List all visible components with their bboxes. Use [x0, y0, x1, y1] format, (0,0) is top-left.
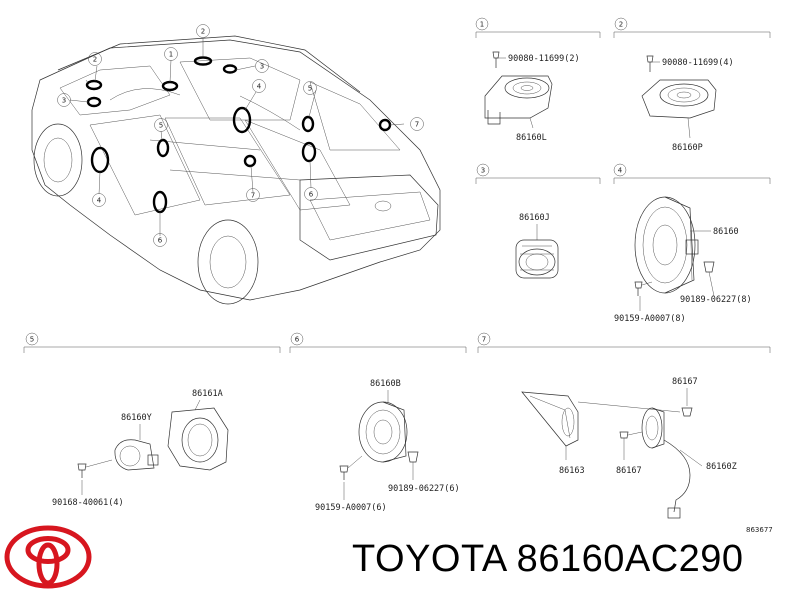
callout: 2	[93, 56, 97, 64]
callout: 5	[308, 85, 312, 93]
callout: 1	[169, 51, 173, 59]
section-number: 7	[482, 336, 486, 344]
callout: 3	[260, 63, 264, 71]
section-5-speaker-bracket: 86161A 86160Y 90168-40061(4)	[52, 389, 229, 508]
figure-id: 863677	[746, 526, 773, 534]
section-number: 2	[619, 21, 623, 29]
callout: 4	[97, 197, 102, 205]
section-1-tweeter: 90080-11699(2) 86160L	[484, 51, 580, 143]
section-headers: 1 2 3 4 5 6 7	[23, 17, 771, 353]
part-label: 86160Y	[121, 413, 152, 423]
part-label: 86160Z	[706, 462, 737, 472]
part-label: 90159-A0007(6)	[315, 503, 387, 513]
section-number: 6	[295, 336, 300, 344]
part-label: 90189-06227(8)	[680, 295, 752, 305]
vehicle-illustration: 2 1 2 3 3 4 5 5 7 7 6 6 4 6	[31, 24, 441, 305]
part-label: 90080-11699(2)	[508, 54, 580, 64]
part-label: 86160P	[672, 143, 703, 153]
part-label: 86163	[559, 466, 585, 476]
section-2-tweeter: 90080-11699(4) 86160P	[641, 55, 734, 153]
part-label: 86167	[672, 377, 698, 387]
part-label: 90168-40061(4)	[52, 498, 124, 508]
part-label: 86160	[713, 227, 739, 237]
part-label: 86160B	[370, 379, 401, 389]
callout: 7	[415, 121, 419, 129]
callout: 4	[257, 83, 262, 91]
section-number: 4	[618, 167, 623, 175]
part-label: 86167	[616, 466, 642, 476]
part-label: 90080-11699(4)	[662, 58, 734, 68]
section-7-pillar-speaker: 86163 86167 86167 86160Z	[521, 377, 737, 519]
part-label: 86160L	[516, 133, 547, 143]
section-number: 3	[481, 167, 485, 175]
callout: 6	[158, 237, 163, 245]
section-number: 1	[480, 21, 484, 29]
part-label: 86160J	[519, 213, 550, 223]
callout: 5	[159, 122, 163, 130]
section-3-tweeter: 86160J	[515, 213, 559, 279]
callout: 2	[201, 28, 205, 36]
callout: 6	[309, 191, 314, 199]
part-label: 86161A	[192, 389, 223, 399]
callout-circles: 2 1 2 3 3 4 5 5 7 7 6 6 4 6	[57, 24, 424, 247]
toyota-logo-icon	[4, 525, 92, 589]
section-4-door-speaker: 86160 90189-06227(8) 90159-A0007(8)	[614, 196, 752, 324]
section-6-speaker: 86160B 90159-A0007(6) 90189-06227(6)	[315, 379, 460, 513]
callout: 7	[251, 192, 255, 200]
part-label: 90189-06227(6)	[388, 484, 460, 494]
section-number: 5	[30, 336, 34, 344]
callout: 3	[62, 97, 66, 105]
part-label: 90159-A0007(8)	[614, 314, 686, 324]
brand-part-number: TOYOTA 86160AC290	[352, 538, 744, 580]
